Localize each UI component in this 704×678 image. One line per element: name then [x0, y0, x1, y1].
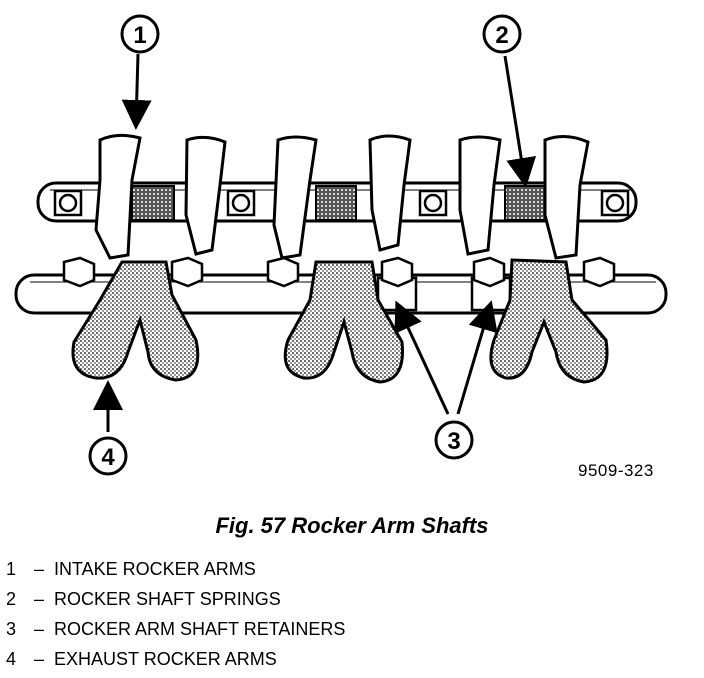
rocker-shaft-springs [131, 185, 548, 221]
legend-number: 3 [6, 619, 17, 639]
exhaust-rocker-arms [71, 258, 609, 384]
svg-text:1: 1 [133, 22, 146, 49]
legend-number: 2 [6, 589, 17, 609]
svg-text:2: 2 [495, 22, 508, 49]
svg-text:4: 4 [101, 444, 115, 471]
legend-number: 4 [6, 649, 17, 669]
rear-shaft-bolts [53, 189, 630, 217]
legend-dash: – [33, 619, 44, 639]
legend-dash: – [33, 559, 44, 579]
legend-dash: – [33, 589, 44, 609]
legend-text: ROCKER SHAFT SPRINGS [54, 589, 281, 609]
front-shaft-bolts [62, 256, 616, 288]
legend-text: ROCKER ARM SHAFT RETAINERS [54, 619, 346, 639]
callout-3: 3 [394, 300, 498, 460]
callout-2: 2 [482, 14, 537, 188]
legend-item-intake-rocker-arms: 1–INTAKE ROCKER ARMS [6, 554, 345, 584]
svg-text:3: 3 [447, 428, 460, 455]
figure-code: 9509-323 [578, 461, 654, 480]
rocker-arm-assembly-illustration: 1 2 3 4 [14, 14, 668, 476]
legend-item-exhaust-rocker-arms: 4–EXHAUST ROCKER ARMS [6, 644, 345, 674]
legend-item-rocker-shaft-springs: 2–ROCKER SHAFT SPRINGS [6, 584, 345, 614]
figure-title: Fig. 57 Rocker Arm Shafts [215, 513, 489, 538]
callout-4: 4 [88, 380, 128, 476]
callout-1: 1 [120, 14, 160, 130]
legend-item-shaft-retainers: 3–ROCKER ARM SHAFT RETAINERS [6, 614, 345, 644]
legend-text: INTAKE ROCKER ARMS [54, 559, 256, 579]
legend-number: 1 [6, 559, 17, 579]
legend: 1–INTAKE ROCKER ARMS 2–ROCKER SHAFT SPRI… [6, 554, 345, 674]
legend-dash: – [33, 649, 44, 669]
legend-text: EXHAUST ROCKER ARMS [54, 649, 277, 669]
intake-rocker-arms [94, 133, 590, 260]
